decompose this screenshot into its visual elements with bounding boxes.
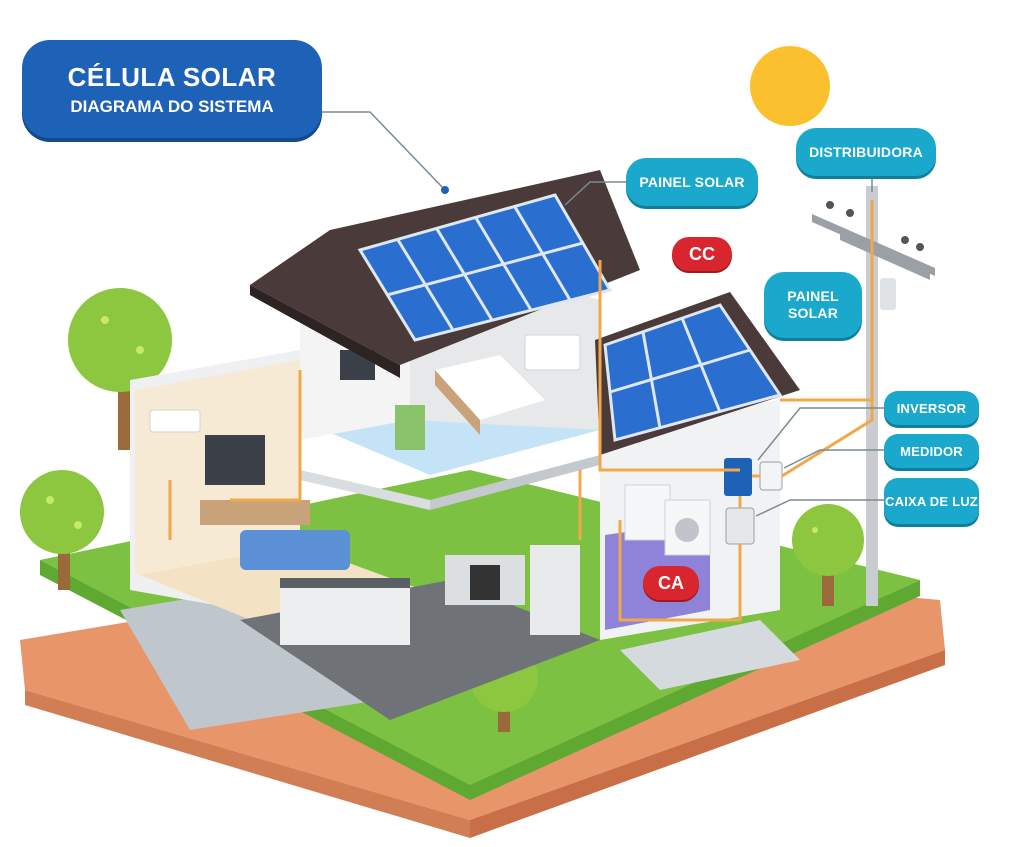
label-distribuidora: DISTRIBUIDORA [796, 128, 936, 176]
solar-panel-icon [357, 193, 613, 342]
fuse-box-icon [725, 507, 755, 545]
tree-icon [68, 288, 172, 450]
leader-lines [322, 111, 884, 517]
title: CÉLULA SOLAR [67, 61, 277, 92]
label-painel-solar-main: PAINEL SOLAR [626, 158, 758, 206]
badge-ac: CA [643, 566, 699, 600]
meter-icon [759, 461, 783, 491]
leader-dot [441, 186, 449, 194]
label-caixa-de-luz: CAIXA DE LUZ [884, 478, 979, 524]
tree-icon [20, 470, 104, 590]
solar-panel-icon [603, 303, 783, 442]
subtitle: DIAGRAMA DO SISTEMA [70, 96, 274, 116]
badge-dc: CC [672, 237, 732, 271]
label-inversor: INVERSOR [884, 391, 979, 425]
inverter-icon [724, 458, 752, 496]
label-medidor: MEDIDOR [884, 434, 979, 468]
house [130, 250, 780, 720]
title-badge: CÉLULA SOLAR DIAGRAMA DO SISTEMA [22, 40, 322, 138]
sun-icon [750, 46, 830, 126]
label-painel-solar-annex: PAINEL SOLAR [764, 272, 862, 338]
tree-icon [792, 504, 864, 606]
wiring [168, 200, 874, 622]
